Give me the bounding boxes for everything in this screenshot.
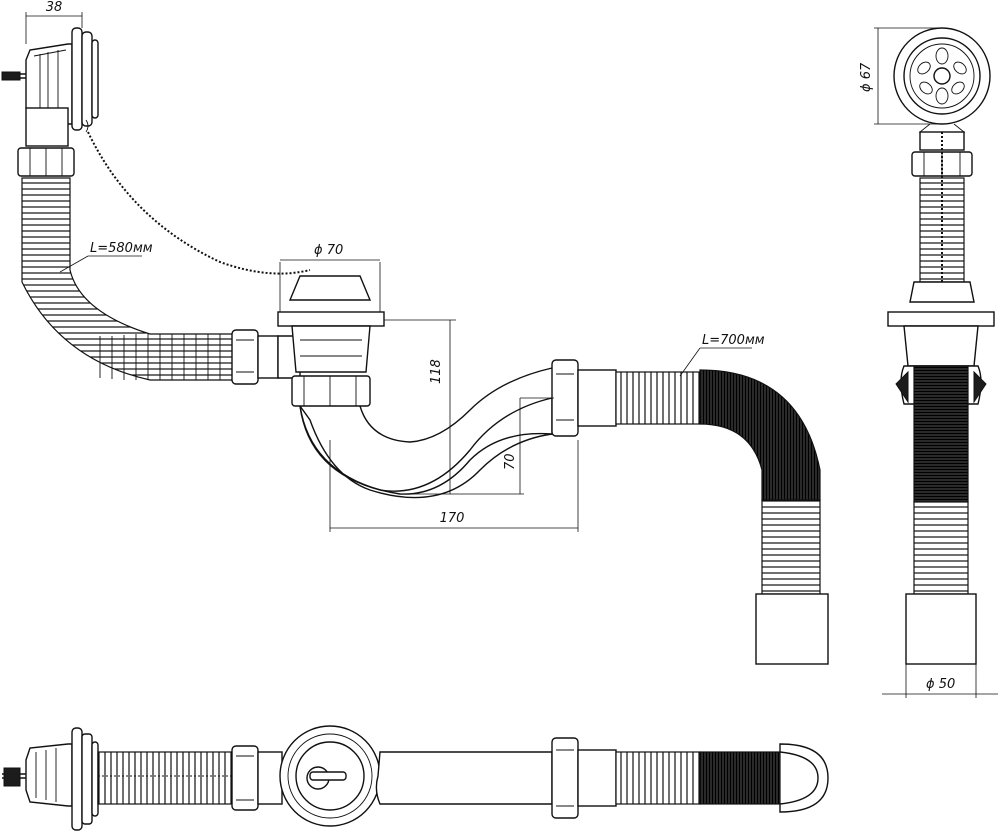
outlet-sleeve	[755, 593, 829, 665]
top-view	[2, 725, 829, 831]
front-dimensions: 38 L=580мм ϕ 70 118 70 170 L=700мм	[25, 0, 765, 532]
dim-118: 118	[429, 359, 444, 384]
dim-700: L=700мм	[702, 333, 765, 348]
outlet-hose-dark	[699, 369, 821, 501]
front-view	[1, 27, 829, 665]
dim-38: 38	[46, 0, 63, 15]
dim-70: 70	[503, 453, 518, 470]
tee-nut	[231, 329, 301, 385]
dim-170: 170	[440, 511, 465, 526]
waste-body	[277, 275, 385, 407]
side-dimensions: ϕ 67 ϕ 50	[859, 27, 998, 698]
outlet-nut	[551, 359, 617, 437]
side-view	[887, 27, 995, 665]
outlet-hose-lower	[761, 499, 821, 595]
dim-phi50: ϕ 50	[926, 677, 955, 692]
outlet-hose-light	[615, 371, 701, 425]
overflow-head	[1, 27, 99, 133]
overflow-chain	[87, 131, 311, 275]
overflow-hose	[21, 177, 235, 381]
dim-580: L=580мм	[90, 241, 153, 256]
dim-phi70: ϕ 70	[314, 243, 343, 258]
overflow-nut	[17, 107, 75, 177]
dim-phi67: ϕ 67	[859, 62, 874, 92]
